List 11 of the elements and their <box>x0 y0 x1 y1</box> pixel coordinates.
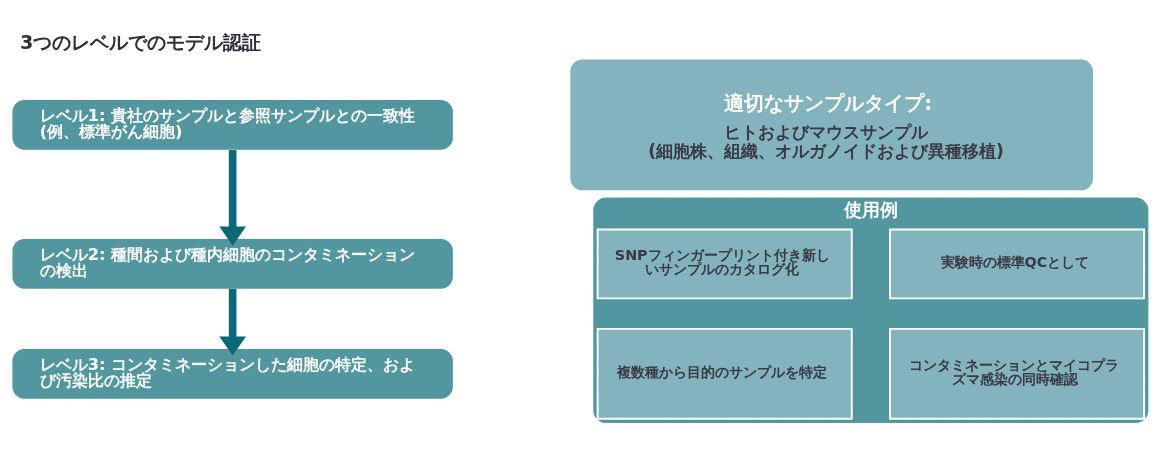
arrow <box>219 288 246 356</box>
node-box: コンタミネーションとマイコプラズマ感染の同時確認 <box>889 327 1146 420</box>
diagram-title: 3つのレベルでのモデル認証 <box>20 30 262 54</box>
node-box: 複数種から目的のサンプルを特定 <box>596 327 853 420</box>
node-box: 実験時の標準QCとして <box>889 228 1146 300</box>
node-box: レベル3: コンタミネーションした細胞の特定、および汚染比の推定 <box>12 348 453 399</box>
arrow <box>219 150 246 246</box>
node-box: 適切なサンプルタイプ: ヒトおよびマウスサンプル (細胞株、組織、オルガノイドおよび異種移植) <box>570 59 1093 191</box>
node-box: レベル1: 貴社のサンプルと参照サンプルとの一致性(例、標準がん細胞) <box>12 100 453 150</box>
node-box: SNPフィンガープリント付き新しいサンプルのカタログ化 <box>596 228 853 300</box>
node-box: レベル2: 種間および種内細胞のコンタミネーションの検出 <box>12 239 453 289</box>
